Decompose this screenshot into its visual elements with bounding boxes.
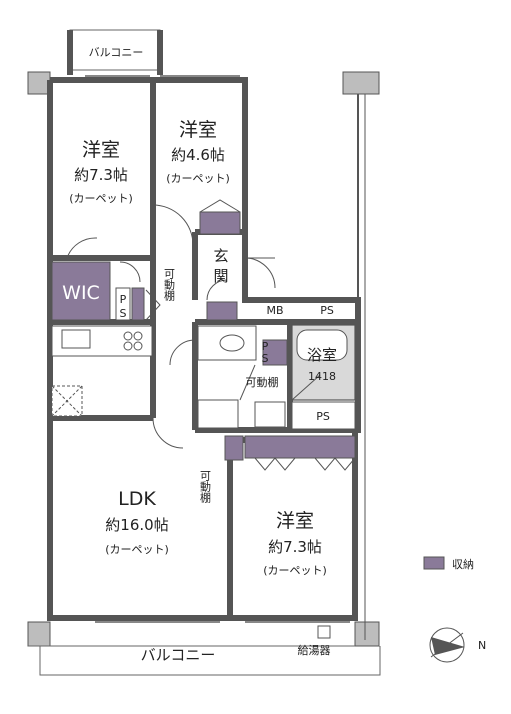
ps-wic-2: S	[120, 307, 127, 320]
ps-top-label: PS	[320, 304, 334, 317]
entrance-name-bottom: 関	[213, 267, 228, 285]
water-heater-label: 給湯器	[298, 643, 331, 657]
ps-wic-1: P	[120, 293, 127, 306]
storage-ldk	[224, 435, 244, 461]
balcony-top-label: バルコニー	[89, 46, 144, 59]
wic-storage	[51, 261, 111, 321]
corner-block-br	[354, 621, 380, 647]
ldk-floor: (カーペット)	[105, 543, 169, 556]
legend-storage-swatch	[423, 556, 445, 570]
bedroom-right-name: 洋室	[276, 510, 314, 532]
ps-bath-1: P	[262, 340, 269, 353]
bedroom-left-floor: (カーペット)	[69, 192, 133, 205]
bedroom-top-size: 約4.6帖	[171, 146, 225, 164]
bedroom-left-name: 洋室	[82, 139, 120, 161]
entrance-name-top: 玄	[213, 247, 228, 265]
movable-shelf-1: 可動棚	[163, 268, 176, 302]
balcony-bottom-label: バルコニー	[141, 646, 216, 664]
wic-label: WIC	[62, 282, 100, 304]
ldk-size: 約16.0帖	[105, 516, 168, 534]
compass-icon	[429, 627, 465, 663]
bedroom-top-floor: (カーペット)	[166, 172, 230, 185]
bedroom-right-size: 約7.3帖	[268, 538, 322, 556]
mb-label: MB	[266, 304, 283, 317]
bedroom-right-floor: (カーペット)	[263, 564, 327, 577]
movable-shelf-3: 可動棚	[199, 470, 212, 504]
ps-bath-2: S	[262, 352, 269, 365]
ldk-name: LDK	[118, 488, 156, 510]
bath-size: 1418	[308, 370, 336, 383]
storage-bedroom-top	[199, 211, 241, 235]
ps-lower-label: PS	[316, 410, 330, 423]
compass-direction: N	[478, 639, 486, 652]
bottom-balcony	[39, 646, 381, 676]
toilet	[219, 334, 245, 352]
movable-shelf-2: 可動棚	[246, 375, 279, 389]
storage-wic-shelf	[131, 287, 145, 321]
washbasin	[197, 399, 239, 429]
corner-block-tl	[27, 71, 51, 95]
storage-entrance	[206, 301, 238, 321]
corner-block-bl	[27, 621, 51, 647]
bedroom-top-name: 洋室	[179, 119, 217, 141]
storage-toilet	[262, 339, 288, 366]
bath-name: 浴室	[307, 346, 337, 364]
legend-storage-label: 収納	[452, 558, 474, 571]
corner-block-tr	[342, 71, 380, 95]
bedroom-left-size: 約7.3帖	[74, 166, 128, 184]
storage-bedroom-right	[244, 435, 356, 459]
